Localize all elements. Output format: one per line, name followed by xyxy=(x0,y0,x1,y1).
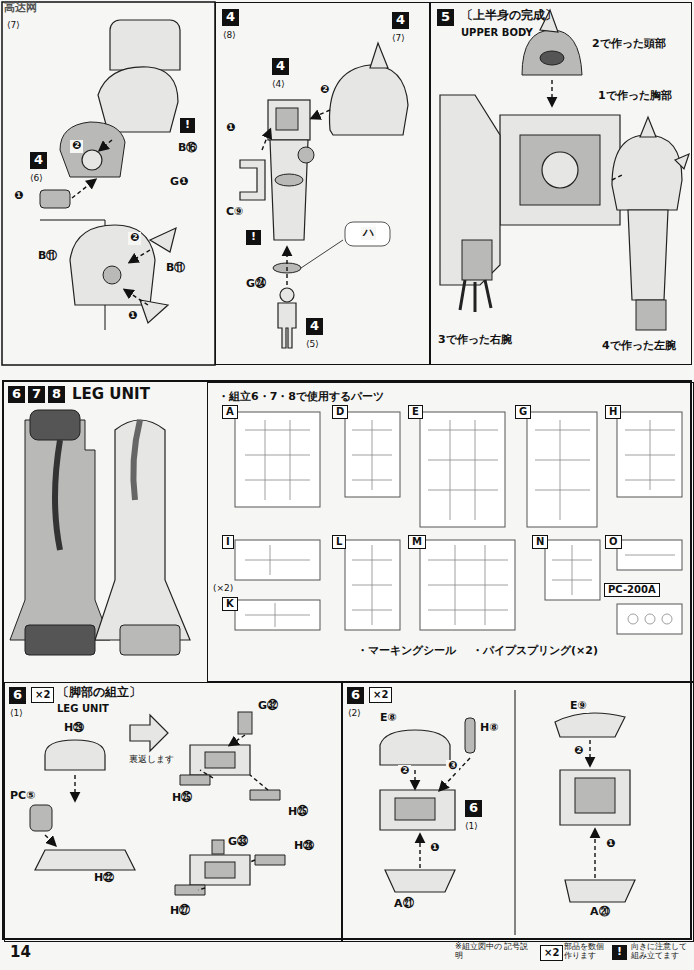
panel-heading: ×2 xyxy=(369,687,392,703)
callout-label: ハ xyxy=(361,227,376,240)
callout-label: ・パイプスプリング(×2) xyxy=(470,645,600,658)
panel-heading: 5 xyxy=(437,9,454,26)
panel-heading: 〔脚部の組立〕 xyxy=(57,686,141,700)
callout-label: E⑧ xyxy=(378,712,399,725)
callout-label: K xyxy=(222,597,238,611)
callout-label: 2で作った頭部 xyxy=(590,38,668,51)
callout-label: 6 xyxy=(465,800,482,817)
callout-label: B⑪ xyxy=(164,262,187,275)
panel-heading: ⟨2⟩ xyxy=(347,708,362,718)
callout-label: H⑧ xyxy=(478,722,501,735)
panel-heading: ×2 xyxy=(31,687,54,703)
panel-heading: 4 xyxy=(222,9,239,26)
callout-label: I xyxy=(222,535,234,549)
callout-label: ❶ xyxy=(224,122,237,135)
callout-label: PC-200A xyxy=(604,583,660,597)
callout-label: 4 xyxy=(30,152,47,169)
callout-label: A⑳ xyxy=(588,906,612,919)
callout-label: (×2) xyxy=(212,583,234,593)
callout-label: 1で作った胸部 xyxy=(596,90,674,103)
callout-label: ❷ xyxy=(70,140,83,153)
panel-heading: 8 xyxy=(48,386,65,403)
callout-label: ※組立図中の 記号説明 xyxy=(455,943,533,961)
callout-label: 高达网 xyxy=(4,2,37,15)
callout-label: 3で作った右腕 xyxy=(436,334,514,347)
callout-label: ⟨7⟩ xyxy=(391,33,406,43)
callout-label: H xyxy=(605,405,621,419)
panel-heading: ⟨8⟩ xyxy=(222,30,237,40)
callout-label: H㉙ xyxy=(62,722,86,735)
callout-label: ⟨1⟩ xyxy=(464,821,479,831)
callout-label: B⑪ xyxy=(36,250,59,263)
panel-heading: ⟨1⟩ xyxy=(9,708,24,718)
callout-label: 裏返します xyxy=(128,754,175,764)
callout-label: ⟨7⟩ xyxy=(6,20,21,30)
callout-label: H㉘ xyxy=(292,840,316,853)
callout-label: M xyxy=(408,535,426,549)
callout-label: ❷ xyxy=(128,232,141,245)
callout-label: ❶ xyxy=(126,310,139,323)
callout-label: 4 xyxy=(306,318,323,335)
callout-label: A xyxy=(222,405,238,419)
panel-heading: 6 xyxy=(8,386,25,403)
callout-label: 4 xyxy=(392,12,409,29)
callout-label: G㉜ xyxy=(256,700,280,713)
panel-heading: 7 xyxy=(28,386,45,403)
callout-label: ❶ xyxy=(604,838,617,851)
step-panel: ・組立6・7・8で使用するパーツ xyxy=(207,382,694,682)
panel-heading: ・組立6・7・8で使用するパーツ xyxy=(216,391,386,404)
callout-label: 4 xyxy=(272,58,289,75)
panel-heading: LEG UNIT xyxy=(57,703,109,715)
step-panel: 5 〔上半身の完成〕 UPPER BODY xyxy=(430,2,692,365)
callout-label: ❶ xyxy=(12,190,25,203)
callout-label: ⟨5⟩ xyxy=(305,339,320,349)
callout-label: H㉕ xyxy=(170,792,194,805)
callout-label: G㉝ xyxy=(226,836,250,849)
callout-label: ・マーキングシール xyxy=(355,645,458,658)
callout-label: O xyxy=(605,535,622,549)
callout-label: 向きに注意して 組み立てます xyxy=(631,943,691,961)
callout-label: A㉑ xyxy=(392,898,416,911)
callout-label: G㉔ xyxy=(244,278,268,291)
callout-label: N xyxy=(532,535,548,549)
callout-label: 部品を数個作ります xyxy=(564,943,608,961)
callout-label: B⑯ xyxy=(176,142,199,155)
callout-label: E⑨ xyxy=(568,700,589,713)
callout-label: ! xyxy=(246,230,261,245)
callout-label: PC⑤ xyxy=(8,790,37,803)
callout-label: ❶ xyxy=(428,842,441,855)
callout-label: 14 xyxy=(10,944,31,961)
step-panel: 678LEG UNIT・組立6・7・8で使用するパーツ6⟨1⟩×2〔脚部の組立〕… xyxy=(2,380,692,940)
callout-label: ! xyxy=(612,945,627,960)
callout-label: ⟨4⟩ xyxy=(271,79,286,89)
callout-label: H㉗ xyxy=(168,905,192,918)
callout-label: ×2 xyxy=(540,945,563,961)
panel-frame xyxy=(2,2,215,365)
panel-heading: 〔上半身の完成〕 xyxy=(461,9,557,23)
runner-grid xyxy=(235,412,682,634)
step-panel: 4 ⟨8⟩ xyxy=(215,2,430,365)
panel-heading: 6 xyxy=(347,687,364,704)
callout-label: H㉒ xyxy=(92,872,116,885)
callout-label: ❷ xyxy=(572,745,585,758)
callout-label: ❷ xyxy=(398,765,411,778)
callout-label: ❷ xyxy=(318,84,331,97)
callout-label: G xyxy=(515,405,531,419)
callout-label: ! xyxy=(180,118,195,133)
callout-label: H㉕ xyxy=(286,806,310,819)
callout-label: D xyxy=(332,405,348,419)
panel-heading: 6 xyxy=(9,687,26,704)
callout-label: ❸ xyxy=(446,760,459,773)
panel-heading: UPPER BODY xyxy=(461,27,533,39)
callout-label: L xyxy=(332,535,346,549)
callout-label: G❶ xyxy=(168,176,190,189)
callout-label: ⟨6⟩ xyxy=(29,173,44,183)
callout-label: E xyxy=(408,405,423,419)
panel-heading: LEG UNIT xyxy=(72,386,150,403)
callout-label: C⑨ xyxy=(224,206,245,219)
callout-label: 4で作った左腕 xyxy=(600,340,678,353)
